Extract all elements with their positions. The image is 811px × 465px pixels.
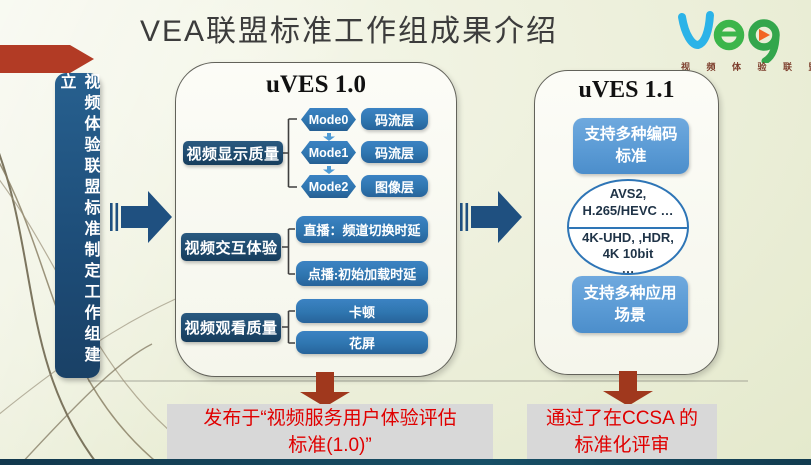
mode0-layer-box: 码流层 — [361, 108, 428, 130]
codec-circle-top: AVS2, H.265/HEVC … — [569, 181, 687, 227]
down-arrow-icon-small-2 — [323, 166, 335, 174]
vea-logo-icon — [678, 11, 780, 63]
logo-subtext: 视 频 体 验 联 盟 — [681, 62, 811, 72]
codec-circle-bottom-line3: … — [621, 261, 635, 275]
left-process-bar: 视频体验联盟标准制定工作组建立 — [55, 73, 100, 378]
codec-circle-top-line2: H.265/HEVC … — [582, 202, 674, 218]
codec-support-line2: 标准 — [615, 148, 647, 165]
mode2-hexagon: Mode2 — [301, 175, 356, 198]
left-process-bar-label: 视频体验联盟标准制定工作组建立 — [57, 73, 99, 367]
striped-arrow-icon-left — [110, 191, 172, 243]
mode1-layer-box: 码流层 — [361, 141, 428, 163]
uves10-panel: uVES 1.0 视频显示质量 Mode0 码流层 Mode1 码流层 Mode… — [175, 62, 457, 377]
mode0-hexagon: Mode0 — [301, 108, 356, 131]
scene-support-line1: 支持多种应用 — [583, 284, 677, 302]
codec-circle-bottom-line1: 4K-UHD, ,HDR, — [582, 230, 674, 245]
uves11-title: uVES 1.1 — [578, 77, 675, 103]
stutter-box: 卡顿 — [296, 299, 428, 323]
uves11-panel: uVES 1.1 支持多种编码 标准 AVS2, H.265/HEVC … 4K… — [534, 70, 719, 375]
red-right-arrow-icon — [0, 45, 94, 73]
codec-circle-bottom: 4K-UHD, ,HDR, 4K 10bit … — [569, 227, 687, 275]
scene-support-box: 支持多种应用 场景 — [572, 276, 688, 333]
uves11-caption-line2: 标准化评审 — [574, 434, 670, 456]
codec-circle-bottom-line2: 4K 10bit — [602, 245, 654, 261]
uves10-caption-line2: 标准(1.0)” — [288, 434, 372, 456]
red-down-arrow-icon-right — [603, 371, 653, 406]
scene-support-line2: 场景 — [614, 306, 646, 324]
display-quality-label: 视频显示质量 — [183, 141, 283, 165]
uves10-caption: 发布于“视频服务用户体验评估 标准(1.0)” — [167, 404, 493, 459]
artifact-box: 花屏 — [296, 331, 428, 354]
interaction-label: 视频交互体验 — [181, 233, 281, 261]
uves10-caption-line1: 发布于“视频服务用户体验评估 — [203, 407, 457, 429]
viewing-quality-label: 视频观看质量 — [181, 313, 281, 342]
codec-support-line1: 支持多种编码 — [584, 126, 678, 143]
bottom-accent-strip — [0, 459, 811, 465]
uves11-caption: 通过了在CCSA 的 标准化评审 — [527, 404, 717, 459]
uves10-title: uVES 1.0 — [265, 71, 367, 98]
vod-delay-box: 点播:初始加载时延 — [296, 261, 428, 286]
red-down-arrow-icon-left — [300, 372, 350, 407]
page-title: VEA联盟标准工作组成果介绍 — [140, 15, 559, 48]
mode1-hexagon: Mode1 — [301, 141, 356, 164]
mode2-layer-box: 图像层 — [361, 175, 428, 197]
striped-arrow-icon-right — [460, 191, 522, 243]
down-arrow-icon-small-1 — [323, 133, 335, 141]
codec-circle-top-line1: AVS2, — [609, 186, 647, 201]
codec-circle: AVS2, H.265/HEVC … 4K-UHD, ,HDR, 4K 10bi… — [567, 179, 689, 275]
codec-support-box: 支持多种编码 标准 — [573, 118, 689, 174]
uves11-caption-line1: 通过了在CCSA 的 — [545, 407, 699, 429]
live-delay-box: 直播：频道切换时延 — [296, 216, 428, 243]
